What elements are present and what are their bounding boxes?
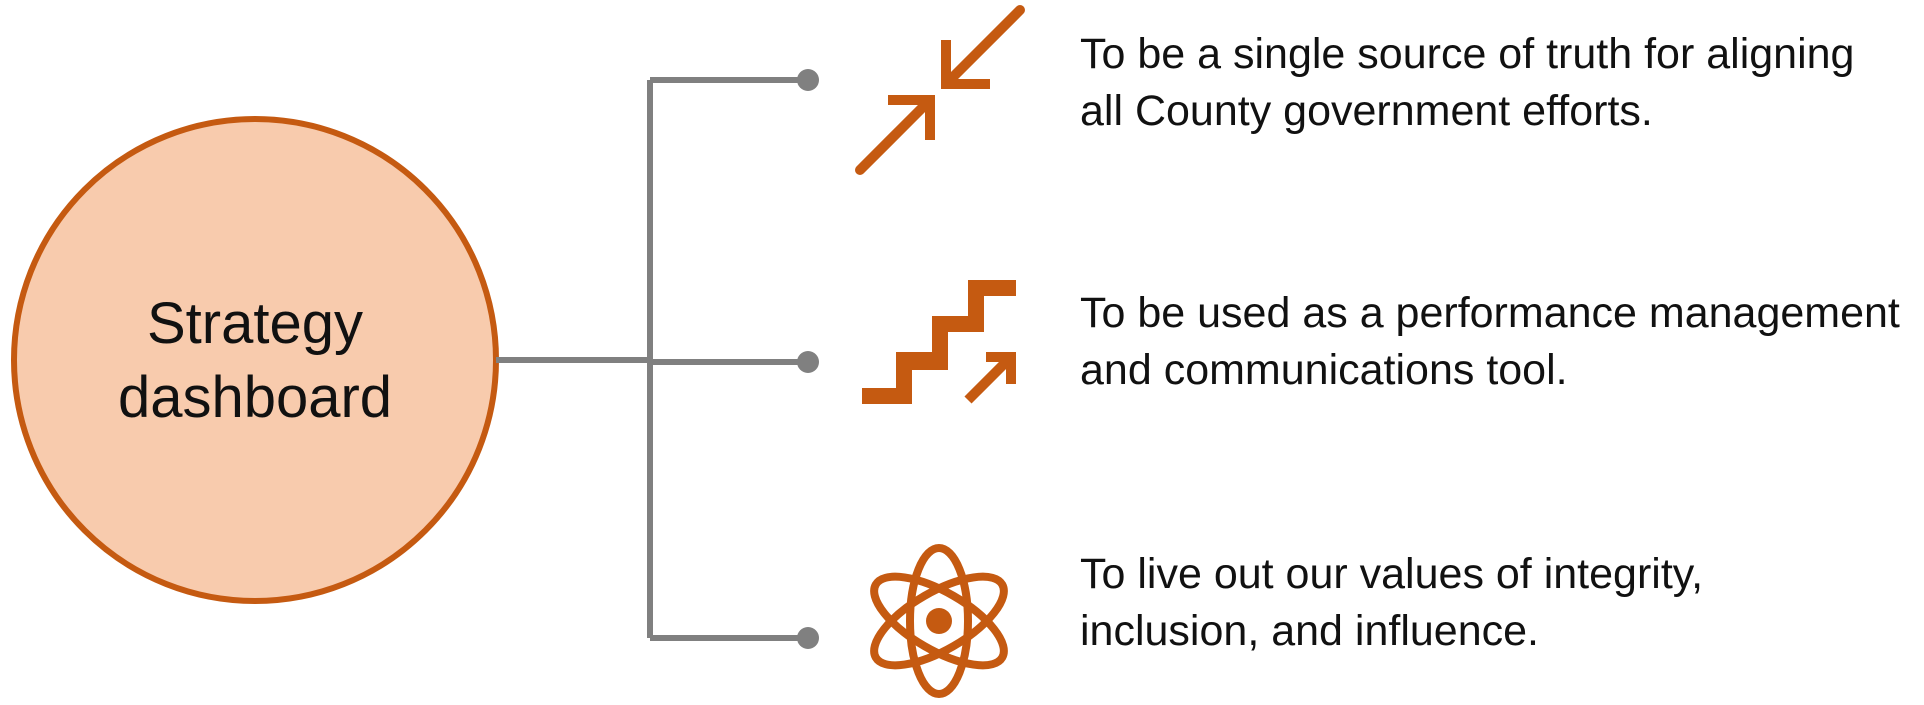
- atom-icon: [870, 544, 1008, 698]
- connector-dot-3: [797, 627, 819, 649]
- connector-lines: [496, 77, 808, 641]
- center-title-line-2: dashboard: [117, 365, 393, 430]
- stairs-up-arrow-icon: [862, 280, 1016, 404]
- center-title: Strategy dashboard: [14, 120, 496, 602]
- converge-arrows-icon: [855, 5, 1025, 175]
- center-title-line-1: Strategy: [147, 291, 363, 356]
- goal-1-line-1: To be a single source of truth for align…: [1080, 30, 1855, 78]
- goal-1-line-2: all County government efforts.: [1080, 87, 1653, 135]
- connector-dot-2: [797, 351, 819, 373]
- connector-dot-1: [797, 69, 819, 91]
- goal-text-3: To live out our values of integrity, inc…: [1080, 546, 1924, 660]
- goal-2-line-1: To be used as a performance management: [1080, 289, 1900, 337]
- goal-text-2: To be used as a performance management a…: [1080, 285, 1924, 399]
- goal-3-line-1: To live out our values of integrity,: [1080, 550, 1704, 598]
- goal-text-1: To be a single source of truth for align…: [1080, 26, 1924, 140]
- goal-2-line-2: and communications tool.: [1080, 346, 1568, 394]
- connector-dots: [797, 69, 819, 649]
- goal-3-line-2: inclusion, and influence.: [1080, 607, 1539, 655]
